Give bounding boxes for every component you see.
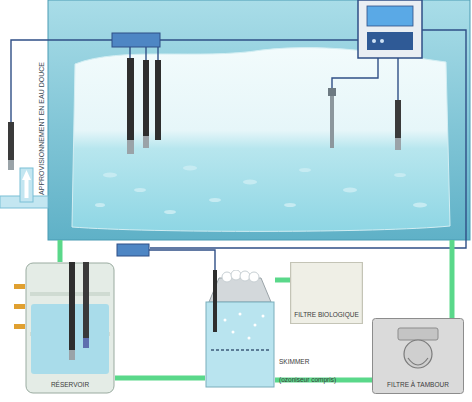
label-group: FILTRE BIOLOGIQUE: [290, 303, 363, 321]
fish-tank: [48, 0, 470, 240]
water-pipe: [58, 240, 63, 262]
fish-tank: [48, 0, 470, 240]
label-group: RÉSERVOIR: [25, 373, 115, 391]
outlet-nozzle: [14, 284, 25, 329]
controller: [358, 0, 422, 58]
fresh-water-pipe: [20, 168, 33, 202]
probe: [143, 60, 149, 148]
fish: [299, 168, 311, 172]
controller: [380, 39, 384, 43]
reservoir-tank: [83, 262, 89, 348]
pipe-label: APPROVISIONNEMENT EN EAU DOUCE: [38, 62, 45, 195]
fish: [183, 166, 197, 171]
fish-tank: [72, 48, 450, 232]
probe: [127, 140, 134, 154]
probe: [8, 58, 401, 170]
sensor-wires: [150, 30, 466, 248]
skimmer-unit: [249, 272, 259, 282]
skimmer-unit: [248, 337, 251, 340]
skimmer-unit: [231, 270, 241, 280]
label-group: SKIMMER (ozoniseur compris): [279, 350, 336, 386]
probe: [328, 88, 336, 96]
sensor-wires: [149, 250, 215, 270]
sensor-wires: [11, 30, 466, 270]
reservoir-tank: [26, 263, 114, 393]
reservoir-tank: [69, 262, 75, 360]
sensor-wires: [157, 47, 158, 60]
water-pipe: [275, 278, 290, 283]
component-note: (ozoniseur compris): [279, 376, 336, 384]
component-label: SKIMMER: [279, 358, 309, 366]
fish: [95, 203, 105, 207]
sensor-wires: [332, 58, 378, 90]
junction-box: [112, 33, 160, 47]
sensor-wires: [160, 39, 358, 40]
probe: [330, 96, 334, 148]
controller: [358, 0, 422, 58]
drum-filter: [404, 340, 432, 368]
biofilter-box: FILTRE BIOLOGIQUE: [290, 262, 363, 324]
component-label: FILTRE À TAMBOUR: [387, 381, 449, 389]
controller: [367, 32, 413, 50]
fish: [394, 173, 406, 177]
reservoir-tank: [83, 338, 89, 348]
probe: [8, 122, 14, 170]
drum-filter: FILTRE À TAMBOUR: [372, 318, 464, 394]
probe: [8, 160, 14, 170]
outlet-nozzle: [14, 304, 25, 309]
probe: [143, 136, 149, 148]
junction-box: [112, 33, 160, 256]
skimmer-unit: SKIMMER(ozoniseur compris): [205, 270, 275, 388]
junction-box: [117, 244, 149, 256]
fish: [103, 173, 117, 178]
controller: [367, 6, 413, 26]
water-pipe: [450, 240, 455, 318]
controller: [372, 39, 376, 43]
sensor-wires: [129, 47, 130, 58]
sensor-wires: [397, 58, 398, 100]
fresh-water-pipe: [22, 170, 31, 180]
fish: [284, 203, 296, 207]
fish: [413, 203, 427, 208]
sensor-wires: [145, 47, 146, 60]
probe: [395, 138, 401, 150]
probe: [155, 60, 161, 140]
reservoir-tank: RÉSERVOIR: [25, 262, 115, 394]
biofilter-box: [291, 263, 363, 324]
fish: [164, 210, 176, 214]
label-group: FILTRE À TAMBOUR: [372, 373, 464, 391]
fish: [343, 188, 357, 193]
skimmer-unit: [205, 270, 275, 388]
skimmer-unit: [211, 349, 269, 351]
fish: [209, 198, 221, 202]
skimmer-unit: [262, 315, 265, 318]
component-label: FILTRE BIOLOGIQUE: [294, 311, 359, 319]
skimmer-unit: [254, 324, 257, 327]
outlet-nozzle: [14, 324, 25, 329]
water-pipe: [115, 376, 205, 381]
outlet-nozzle: [14, 284, 25, 289]
component-label: RÉSERVOIR: [51, 381, 89, 389]
skimmer-unit: [240, 271, 250, 281]
probe: [127, 58, 134, 154]
skimmer-unit: [222, 272, 232, 282]
drum-filter: [373, 319, 464, 394]
fresh-water-pipe: [25, 180, 29, 198]
drum-filter: [398, 328, 438, 340]
sensor-wires: [11, 40, 112, 122]
skimmer-unit: [209, 278, 271, 302]
skimmer-unit: [239, 313, 242, 316]
reservoir-tank: [69, 350, 75, 360]
fish: [134, 188, 146, 192]
reservoir-tank: [25, 262, 115, 394]
skimmer-unit: [224, 319, 227, 322]
fish: [243, 180, 257, 185]
skimmer-unit: [232, 331, 235, 334]
skimmer-unit: [213, 270, 217, 332]
fish: [95, 166, 427, 215]
probe: [395, 100, 401, 150]
drum-filter: [408, 358, 428, 365]
